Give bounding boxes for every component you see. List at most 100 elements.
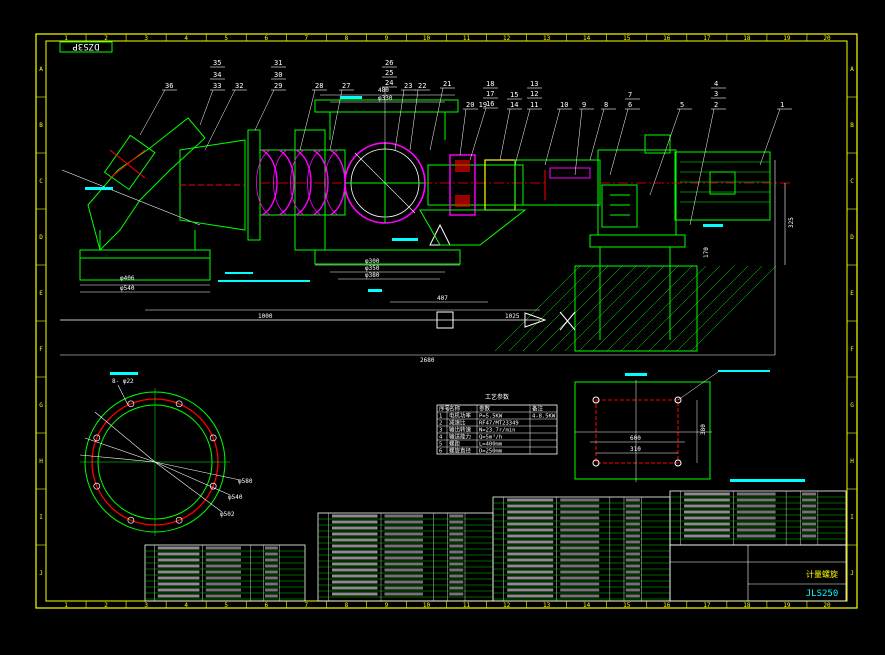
process-table-cell: 电机功率 [449,412,472,420]
border-col-label: 17 [703,602,711,609]
process-table-cell: 3 [439,428,442,434]
border-col-label: 15 [623,602,631,609]
border-row-label: J [850,570,854,577]
part-number-1: 1 [780,101,784,109]
part-number-12: 12 [530,90,538,98]
screw-cross-section [344,142,426,224]
drive-shaft [514,159,601,206]
inlet-flange [247,129,261,241]
part-number-11: 11 [530,101,538,109]
process-table-cell: 5 [439,442,442,448]
dim-330: φ330 [378,95,393,102]
dim-310: 310 [630,446,641,453]
parts-list-tables [144,490,847,602]
border-row-label: D [39,234,43,241]
hopper-body [179,139,246,231]
gearbox [597,134,677,236]
border-row-label: B [39,122,43,129]
border-col-label: 4 [184,602,188,609]
part-number-16: 16 [486,100,494,108]
inlet-chute [61,117,206,251]
part-number-18: 18 [486,80,494,88]
border-col-label: 9 [385,35,389,42]
border-row-label: D [850,234,854,241]
part-number-25: 25 [385,69,393,77]
dim-380: φ380 [365,272,380,279]
part-number-22: 22 [418,82,426,90]
part-number-8: 8 [604,101,608,109]
part-number-26: 26 [385,59,393,67]
process-table-cell: N=23.7r/min [479,428,515,434]
part-number-14: 14 [510,101,518,109]
flange-bolt-holes [93,400,217,524]
border-col-label: 7 [305,35,309,42]
part-number-13: 13 [530,80,538,88]
process-table-cell: 4-8.5KW [532,414,556,420]
border-row-label: A [850,66,854,73]
process-table-cell: 6 [439,449,442,455]
part-number-4: 4 [714,80,718,88]
dim-540: φ540 [120,285,135,292]
dimension-labels: 480 φ330 φ300 φ350 φ380 φ406 φ540 407 10… [120,87,795,364]
process-table-cell: 输送能力 [449,433,471,441]
part-number-33: 33 [213,82,221,90]
process-table-cell: 输出转速 [449,426,472,434]
border-col-label: 15 [623,35,631,42]
dim-407: 407 [437,295,448,302]
bolt-hole-note: 8- φ22 [112,378,134,385]
process-table-cell: 螺距 [449,440,461,448]
dimension-lines [60,94,786,356]
dim-170: 170 [703,247,710,258]
process-table-header: 备注 [532,405,544,413]
border-col-label: 12 [503,602,511,609]
stamp-text: DZS3P [72,41,100,51]
border-col-label: 20 [823,602,831,609]
border-row-label: E [39,290,43,297]
part-number-15: 15 [510,91,518,99]
flange-plan-view: 8- φ22 φ580 φ540 φ502 [79,378,253,536]
border-row-label: I [850,514,854,521]
dim-1025: 1025 [505,313,520,320]
part-number-5: 5 [680,101,684,109]
border-col-label: 12 [503,35,511,42]
border-col-label: 13 [543,35,551,42]
border-col-label: 18 [743,602,751,609]
part-number-34: 34 [213,71,221,79]
stamp-box: DZS3P [59,41,113,53]
border-row-label: G [39,402,43,409]
motor-base [494,234,777,352]
dim-circle-580: φ580 [238,478,253,485]
border-row-label: J [39,570,43,577]
border-row-label: E [850,290,854,297]
border-col-label: 4 [184,35,188,42]
part-leader-lines [139,66,792,226]
border-col-label: 8 [345,602,349,609]
part-number-6: 6 [628,101,632,109]
cyan-annotations [85,96,805,482]
main-elevation-view [60,99,790,352]
dim-300: φ300 [365,258,380,265]
dim-380-plan: 380 [700,424,707,435]
border-col-label: 20 [823,35,831,42]
process-table-cell: L=400mm [479,442,503,448]
process-table-cell: P=5.5KW [479,414,503,420]
part-number-3: 3 [714,90,718,98]
part-number-35: 35 [213,59,221,67]
foundation-plan-view: 600 310 380 [574,371,719,482]
border-col-label: 17 [703,35,711,42]
inlet-base [79,230,211,281]
title-block: 计量螺旋 JLS250 [669,544,847,602]
drawing-code: JLS250 [806,589,839,599]
part-number-32: 32 [235,82,243,90]
border-row-label: B [850,122,854,129]
process-table-header: 名称 [449,405,461,413]
process-table-cell: 螺旋直径 [449,447,472,455]
border-col-label: 16 [663,602,671,609]
border-col-label: 9 [385,602,389,609]
part-number-2: 2 [714,101,718,109]
border-col-label: 5 [224,35,228,42]
border-col-label: 18 [743,35,751,42]
part-number-17: 17 [486,90,494,98]
